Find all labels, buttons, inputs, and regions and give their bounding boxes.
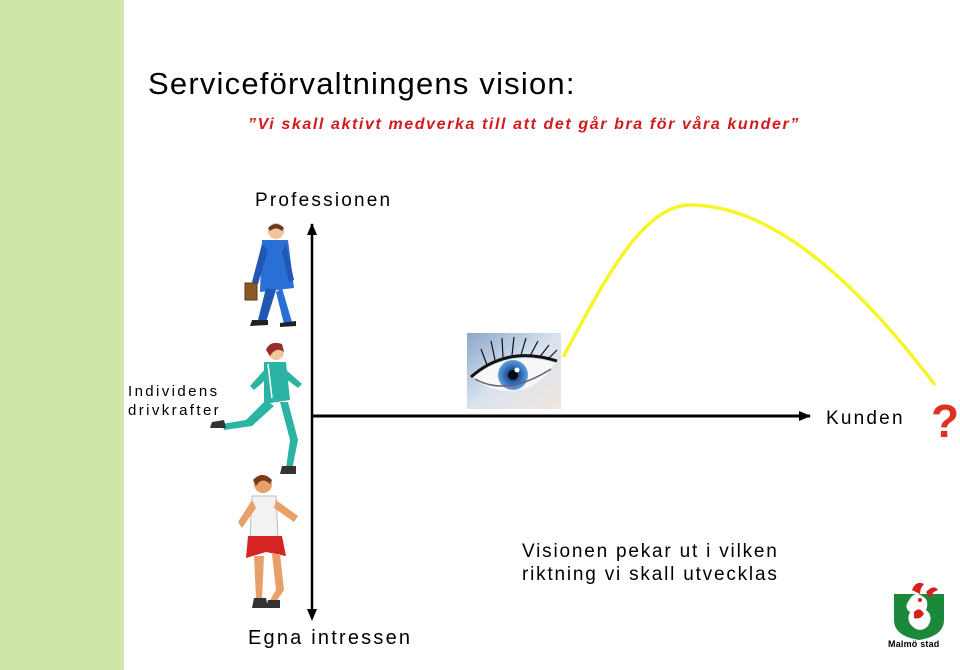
vision-statement: Visionen pekar ut i vilken riktning vi s… (522, 540, 779, 586)
man-running-icon (238, 475, 298, 608)
malmo-griffin-logo-icon (894, 582, 944, 640)
label-professionen: Professionen (255, 190, 393, 211)
businessman-walking-icon (244, 223, 296, 327)
side-decoration-strip (0, 0, 124, 670)
question-mark: ? (931, 395, 960, 447)
label-individens-line1: Individens (128, 383, 220, 400)
label-egna-intressen: Egna intressen (248, 627, 413, 649)
label-individens-line2: drivkrafter (128, 402, 222, 419)
vision-curve (561, 203, 937, 387)
vision-line-2: riktning vi skall utvecklas (522, 564, 779, 585)
vision-line-1: Visionen pekar ut i vilken (522, 541, 779, 562)
eye-image (467, 333, 561, 409)
slide-subtitle: ”Vi skall aktivt medverka till att det g… (248, 116, 800, 133)
label-kunden: Kunden (826, 408, 905, 429)
label-individens-drivkrafter: Individens drivkrafter (128, 382, 221, 420)
slide-title: Serviceförvaltningens vision: (148, 66, 576, 101)
woman-jogging-icon (210, 342, 302, 474)
logo-text: Malmö stad (888, 639, 940, 649)
